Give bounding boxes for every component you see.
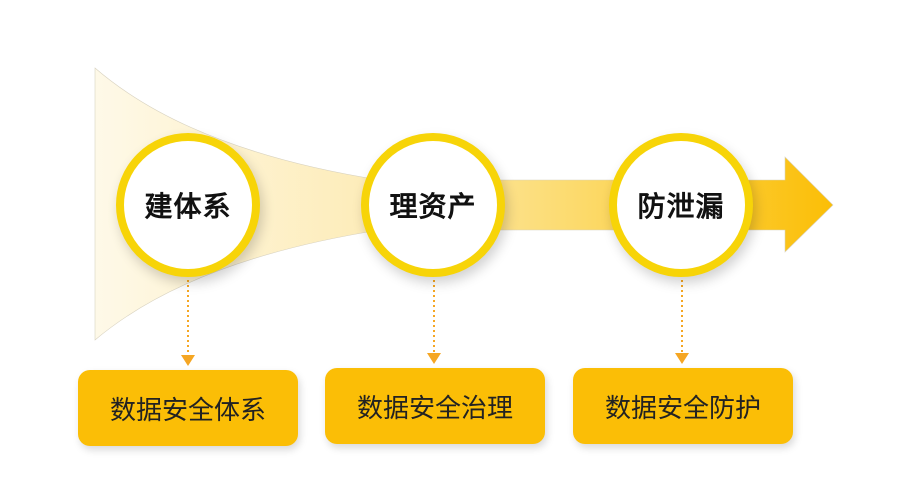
connector-3 [675,280,689,364]
connector-2 [427,280,441,364]
stage-label: 理资产 [389,190,477,223]
detail-label: 数据安全体系 [109,395,266,426]
stage-circle-2: 理资产 [361,133,505,277]
detail-label: 数据安全治理 [356,393,513,424]
detail-box-3: 数据安全防护 [573,368,793,444]
connector-1 [181,280,195,366]
stage-label: 建体系 [144,190,232,223]
stage-circle-1: 建体系 [116,133,260,277]
stage-label: 防泄漏 [637,190,725,223]
detail-box-1: 数据安全体系 [78,370,298,446]
detail-box-2: 数据安全治理 [325,368,545,444]
stage-circle-3: 防泄漏 [609,133,753,277]
detail-label: 数据安全防护 [604,393,761,424]
